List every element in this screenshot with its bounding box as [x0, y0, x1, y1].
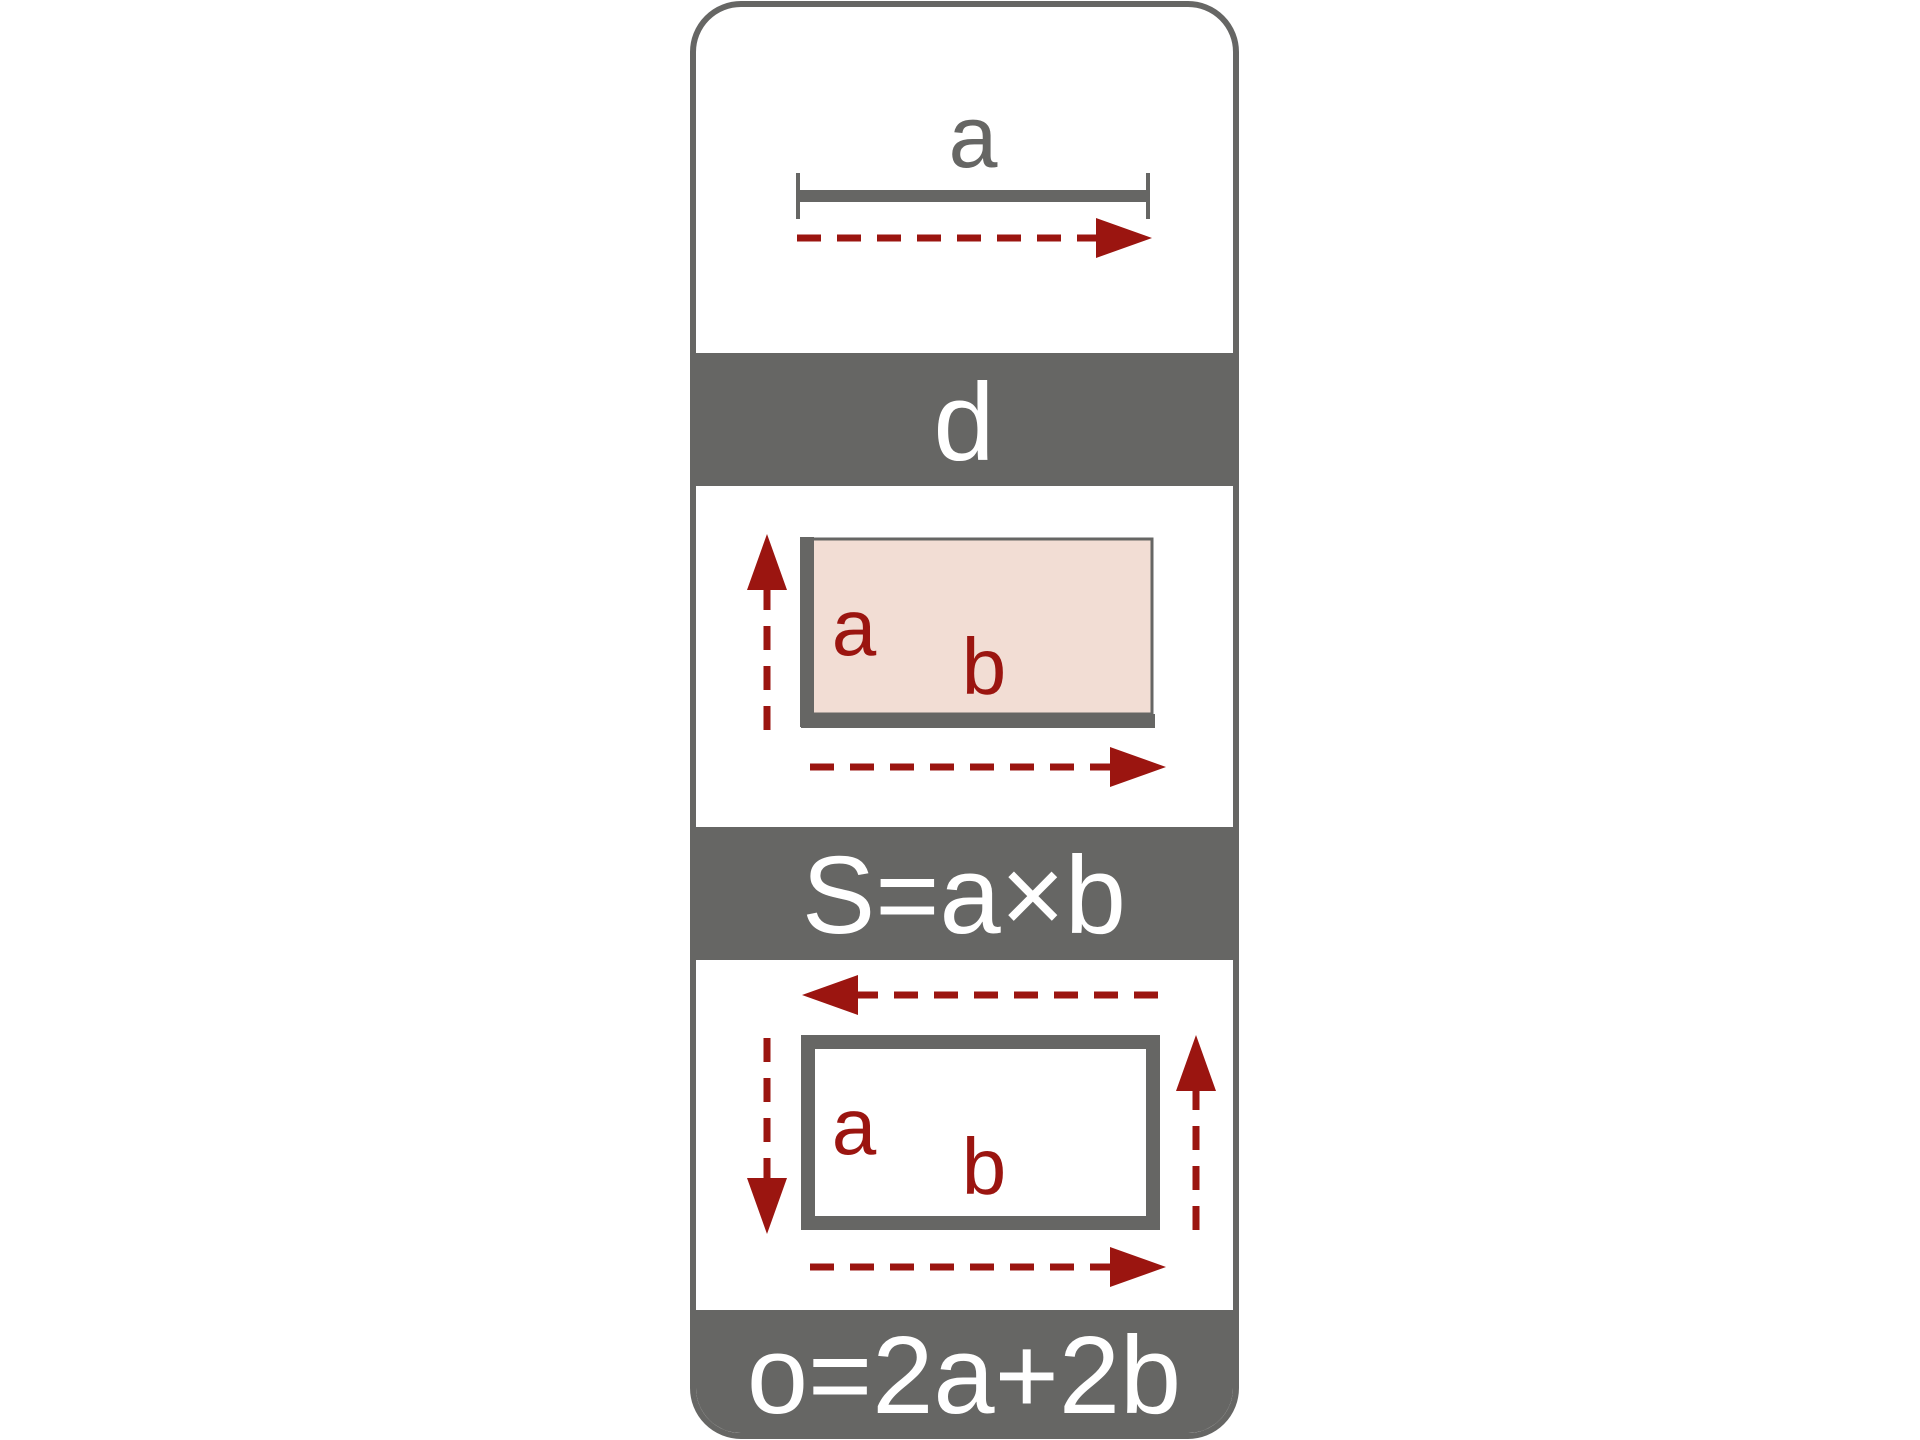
perimeter-rectangle: [801, 1035, 1160, 1230]
length-label: a: [949, 87, 998, 186]
area-label-side: a: [832, 583, 877, 672]
perimeter-label-base: b: [962, 1122, 1007, 1211]
panel-perimeter: a b: [747, 975, 1216, 1287]
band-length-text: d: [933, 361, 994, 484]
band-area-text: S=a×b: [802, 834, 1126, 957]
panel-area: a b: [747, 534, 1166, 787]
panel-length: a: [796, 87, 1152, 258]
band-area: S=a×b: [696, 827, 1233, 960]
area-label-base: b: [962, 622, 1007, 711]
band-perimeter-text: o=2a+2b: [747, 1314, 1181, 1437]
band-length: d: [696, 353, 1233, 486]
perimeter-label-side: a: [832, 1082, 877, 1171]
area-rectangle: [808, 537, 1154, 716]
band-perimeter: o=2a+2b: [696, 1310, 1233, 1437]
band-area-bg: [696, 827, 1233, 960]
band-length-bg: [696, 353, 1233, 486]
band-perimeter-bg: [696, 1310, 1233, 1433]
